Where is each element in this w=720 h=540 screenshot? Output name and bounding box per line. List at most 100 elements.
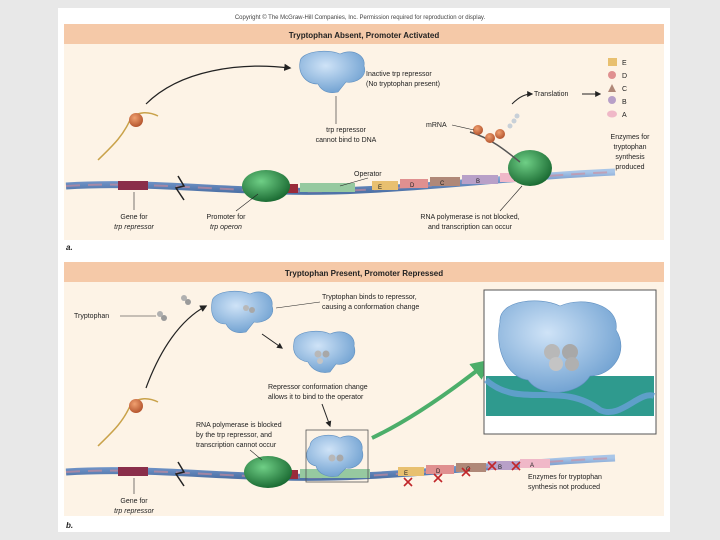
panel-a-dna-break-icon: [174, 175, 186, 201]
panel-a-enzymes-label-1: Enzymes for: [611, 134, 651, 141]
panel-b-bound-repressor: [306, 434, 364, 477]
panel-b-gene-d: [426, 465, 454, 474]
panel-a-promoter-line: [235, 193, 259, 212]
panel-b-tryptophan-molecule: [157, 311, 163, 317]
panel-a-enzymes-label-3: synthesis: [615, 154, 645, 161]
panel-b-tryptophan-molecule: [161, 315, 167, 321]
panel-b-inset-tryptophan: [562, 344, 578, 360]
panel-b-no-transcription-marks: [403, 461, 521, 487]
panel-b-inset-dna-helix: [484, 377, 656, 415]
panel-a-enzymes-label-4: produced: [615, 164, 644, 171]
panel-a-rna-polymerase-transcribing: [508, 150, 552, 186]
legend-swatch-d: [608, 71, 616, 79]
panel-b-changed-repressor: [293, 330, 356, 373]
panel-a-gene-label-c: C: [440, 181, 445, 187]
panel-b-gene-b: [488, 461, 518, 470]
panel-a-rnap-label-2: and transcription can occur: [428, 224, 513, 231]
panel-b-conformation-arrow: [261, 333, 283, 349]
panel-b-bind-operator-arrow: [321, 403, 332, 428]
panel-b-header: Tryptophan Present, Promoter Repressed: [285, 269, 443, 278]
panel-b-letter: b.: [66, 521, 73, 530]
panel-a-repressor-gene: [118, 181, 148, 190]
legend-swatch-c: [608, 84, 616, 92]
panel-a-cannot-bind-label-2: cannot bind to DNA: [316, 137, 377, 144]
panel-a-gene-b: [462, 175, 498, 184]
copyright-line: Copyright © The McGraw-Hill Companies, I…: [235, 14, 486, 21]
panel-a-enzyme-legend: E D C B A: [607, 58, 627, 119]
panel-b-inset-tryptophan: [544, 344, 560, 360]
panel-b-dna-break-icon: [174, 461, 186, 487]
panel-a-promoter-label-2: trp operon: [210, 224, 242, 231]
panel-a-operator-line: [339, 177, 369, 187]
panel-b-gene-for-label-2: trp repressor: [114, 508, 154, 515]
panel-a-no-tryptophan-label: (No tryptophan present): [366, 81, 440, 88]
panel-b-repressor-gene: [118, 467, 148, 476]
panel-a-translation-arrow: [511, 91, 534, 105]
panel-b-gene-c: [456, 463, 486, 472]
panel-a-cannot-bind-label-1: trp repressor: [326, 127, 366, 134]
panel-b-inset-repressor: [498, 300, 622, 393]
panel-a-inactive-repressor-label: Inactive trp repressor: [366, 71, 432, 78]
panel-b-conformation-label-1: Repressor conformation change: [268, 384, 368, 391]
panel-a-translation-label: Translation: [534, 91, 568, 98]
panel-a-gene-d: [400, 179, 428, 188]
panel-b-rnap-blocked-label-3: transcription cannot occur: [196, 442, 277, 449]
legend-label-e: E: [622, 60, 627, 67]
panel-a-operator-label: Operator: [354, 171, 382, 178]
panel-a-gene-e: [372, 181, 398, 190]
panel-a-gene-label-b: B: [476, 179, 480, 185]
legend-swatch-a: [607, 110, 617, 118]
cross-icon: [403, 477, 413, 487]
panel-a-gene-label-d: D: [410, 183, 415, 189]
panel-a: Tryptophan Absent, Promoter Activated E …: [64, 24, 664, 252]
cross-icon: [433, 473, 443, 483]
panel-a-rnap-label-1: RNA polymerase is not blocked,: [420, 214, 519, 221]
panel-b-rnap-blocked-label-2: by the trp repressor, and: [196, 432, 272, 439]
panel-a-inactive-repressor: [299, 50, 366, 94]
panel-a-header-bar: [64, 24, 664, 44]
panel-a-arrow-to-repressor: [145, 63, 292, 105]
panel-b-not-produced-label-1: Enzymes for tryptophan: [528, 474, 602, 481]
panel-a-peptide-bead: [511, 118, 517, 124]
panel-a-ribosome: [485, 133, 495, 143]
cross-icon: [487, 461, 497, 471]
panel-a-promoter-label-1: Promoter for: [207, 214, 247, 221]
panel-b-gene-label-a: A: [530, 463, 534, 469]
panel-b-enlarged-inset: [483, 289, 657, 435]
panel-b-gene-e: [398, 467, 424, 476]
panel-b-gene-label-e: E: [404, 471, 408, 477]
legend-swatch-b: [608, 96, 616, 104]
legend-label-a: A: [622, 112, 627, 119]
panel-b-inset-tryptophan: [549, 357, 563, 371]
panel-a-letter: a.: [66, 243, 73, 252]
panel-b-rnap-blocked-label-1: RNA polymerase is blocked: [196, 422, 282, 429]
panel-b-binds-label-2: causing a conformation change: [322, 304, 419, 311]
legend-label-c: C: [622, 86, 627, 93]
panel-a-dna-helix: [65, 171, 616, 193]
panel-a-gene-c: [430, 177, 460, 186]
panel-b-tryptophan-molecule: [185, 299, 191, 305]
panel-b-arrow-to-repressor: [145, 305, 208, 389]
panel-b-inset-tryptophan: [565, 357, 579, 371]
panel-a-peptide-bead: [514, 113, 520, 119]
panel-b-gene-label-d: D: [436, 469, 441, 475]
panel-a-gene-for-label-1: Gene for: [120, 214, 148, 221]
panel-b-not-produced-label-2: synthesis not produced: [528, 484, 600, 491]
panel-a-mrna-label: mRNA: [426, 122, 447, 129]
panel-a-rnap-line: [499, 185, 523, 212]
panel-a-peptide-bead: [507, 123, 513, 129]
panel-b-conformation-label-2: allows it to bind to the operator: [268, 394, 364, 401]
legend-label-d: D: [622, 73, 627, 80]
panel-b-gene-label-b: B: [498, 465, 502, 471]
panel-a-repressor-ribosome: [129, 113, 143, 127]
panel-b-repressor-ribosome: [129, 399, 143, 413]
legend-swatch-e: [608, 58, 617, 66]
panel-b-repressor-with-tryptophan: [211, 290, 274, 334]
panel-a-mrna-line: [451, 124, 475, 131]
panel-b-binds-line: [275, 301, 321, 309]
panel-a-rna-polymerase: [242, 170, 290, 202]
panel-a-background: [64, 24, 664, 240]
panel-b-rna-polymerase: [244, 456, 292, 488]
panel-b-gene-for-label-1: Gene for: [120, 498, 148, 505]
